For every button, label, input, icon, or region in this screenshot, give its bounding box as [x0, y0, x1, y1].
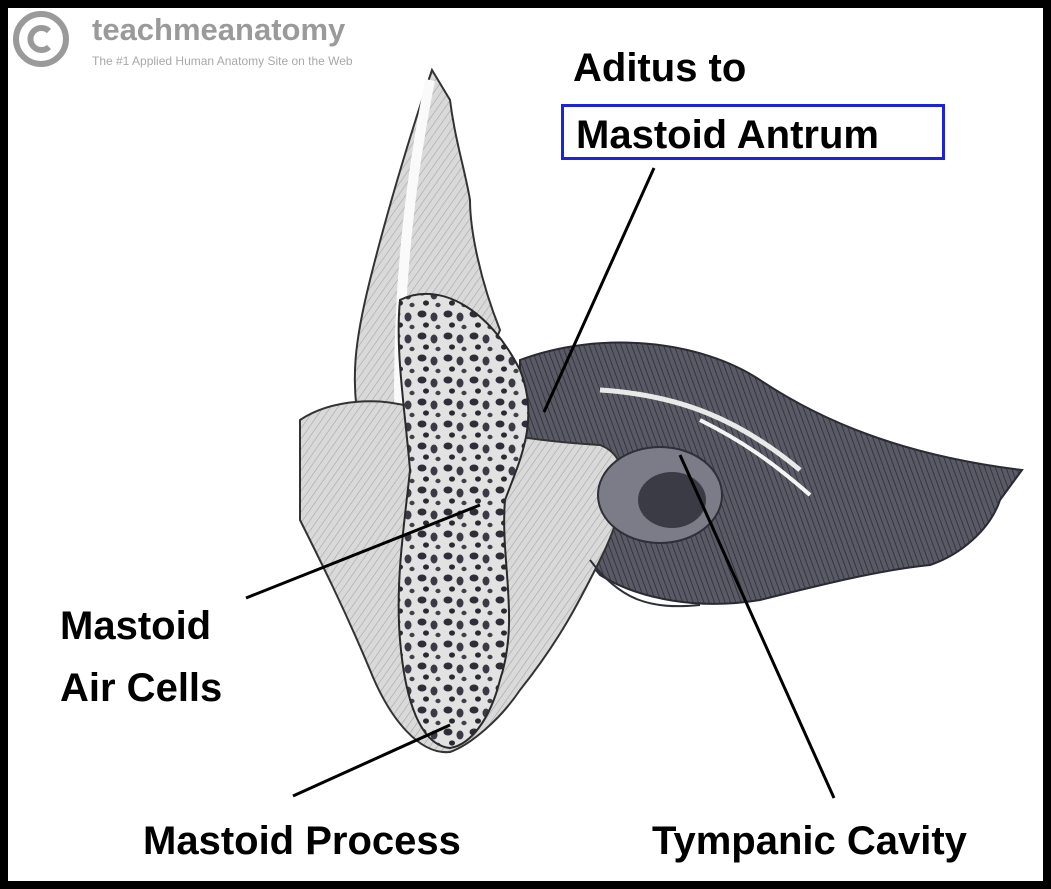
label-tympanic-cavity: Tympanic Cavity [652, 817, 967, 865]
watermark-tagline: The #1 Applied Human Anatomy Site on the… [92, 54, 353, 68]
label-air-cells-line1: Mastoid [60, 602, 211, 650]
label-aditus-highlight: Mastoid Antrum [561, 104, 945, 160]
watermark-brand: teachmeanatomy [92, 12, 345, 48]
pointer-mastoid-process [293, 725, 450, 796]
label-aditus-line1: Aditus to [573, 44, 746, 92]
label-mastoid-process: Mastoid Process [143, 817, 461, 865]
label-air-cells-line2: Air Cells [60, 664, 222, 712]
copyright-icon [12, 10, 70, 68]
